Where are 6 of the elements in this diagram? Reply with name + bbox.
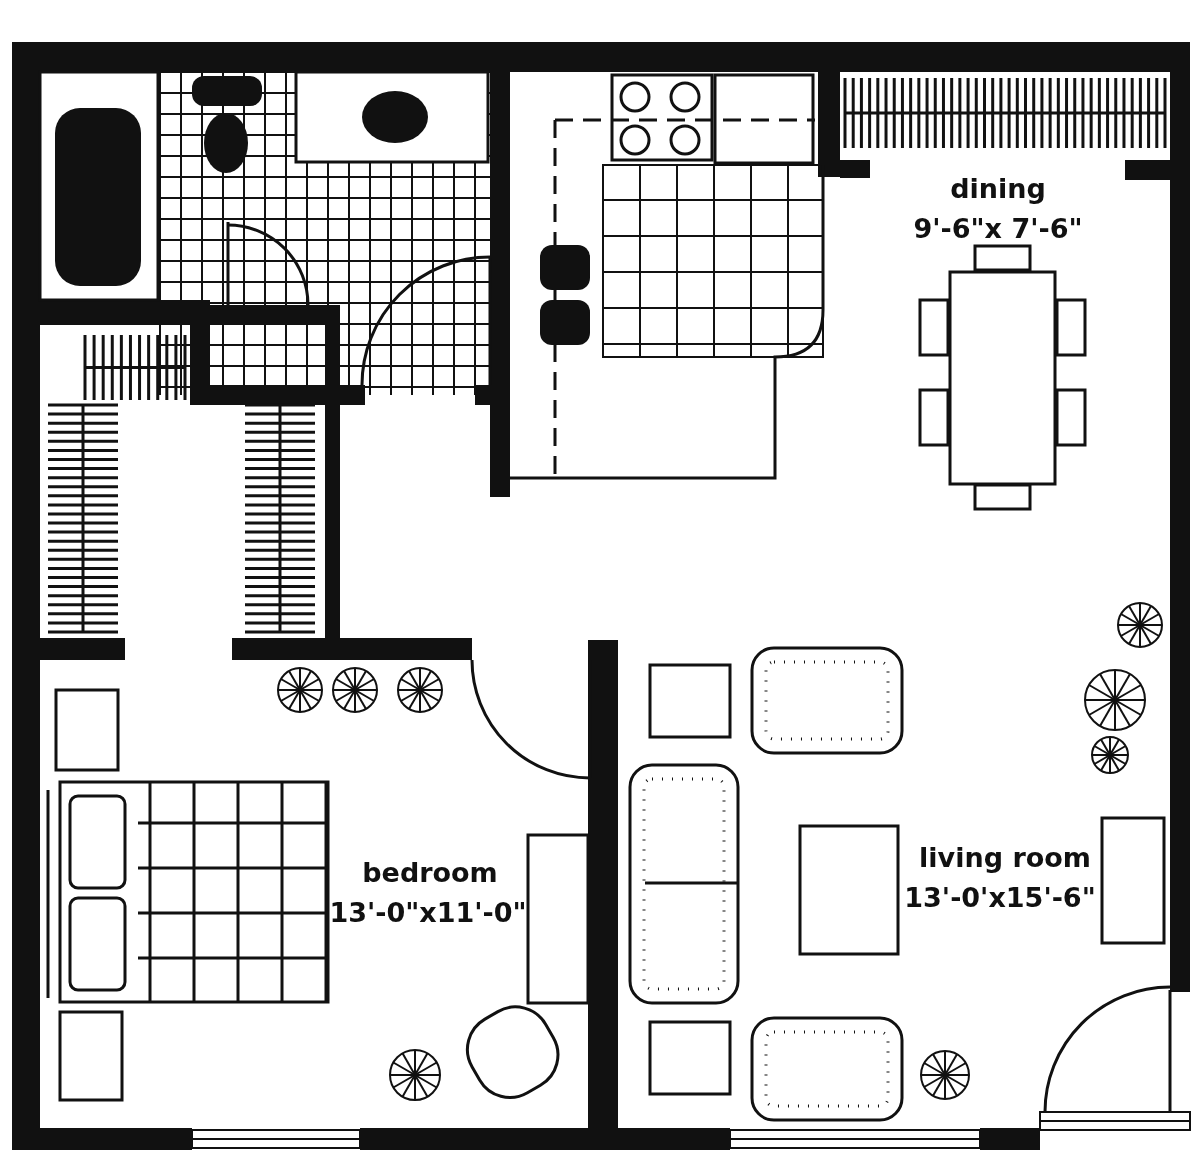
- room-name: bedroom: [362, 857, 498, 889]
- room-dimensions: 13'-0"x11'-0": [329, 897, 527, 929]
- room-dimensions: 9'-6"x 7'-6": [913, 213, 1083, 245]
- room-name: dining: [950, 173, 1046, 205]
- room-dimensions: 13'-0'x15'-6": [904, 882, 1096, 914]
- room-name: living room: [919, 842, 1091, 874]
